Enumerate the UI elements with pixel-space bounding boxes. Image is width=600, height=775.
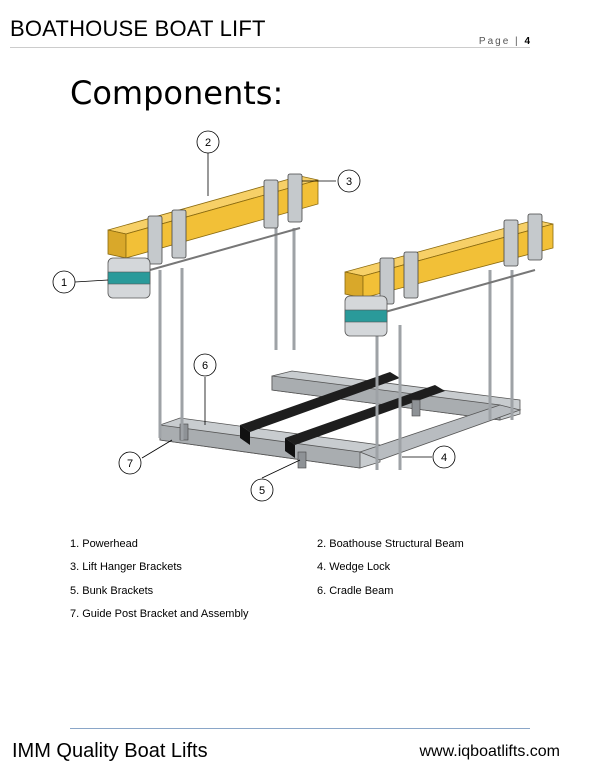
legend-item: 2. Boathouse Structural Beam xyxy=(317,538,464,550)
callout-3: 3 xyxy=(346,176,352,188)
bunk-2 xyxy=(285,385,445,445)
callout-6: 6 xyxy=(202,360,208,372)
bunk-1 xyxy=(240,372,400,432)
header-divider xyxy=(10,47,530,48)
callout-7: 7 xyxy=(127,458,133,470)
guide-posts xyxy=(158,228,514,470)
powerhead-right xyxy=(344,295,388,337)
callout-1: 1 xyxy=(61,277,67,289)
legend-item: 5. Bunk Brackets xyxy=(70,585,154,597)
footer-website: www.iqboatlifts.com xyxy=(419,743,561,760)
callout-4: 4 xyxy=(441,452,447,464)
page-label: Page xyxy=(478,36,511,47)
section-heading: Components: xyxy=(70,74,284,112)
page-number: Page | 4 xyxy=(478,36,530,47)
legend-item: 1. Powerhead xyxy=(70,538,138,550)
powerhead-left xyxy=(107,257,151,299)
footer-company: IMM Quality Boat Lifts xyxy=(12,740,208,762)
legend-item: 7. Guide Post Bracket and Assembly xyxy=(70,608,249,620)
footer-divider xyxy=(70,728,530,729)
cradle-assembly xyxy=(159,370,522,469)
legend-item: 6. Cradle Beam xyxy=(317,585,394,597)
left-structural-beam xyxy=(107,173,319,299)
page-number-value: 4 xyxy=(524,36,530,47)
callout-5: 5 xyxy=(259,485,265,497)
right-structural-beam xyxy=(344,213,554,337)
components-diagram: 1 2 3 4 5 6 7 xyxy=(52,130,554,502)
document-title: BOATHOUSE BOAT LIFT xyxy=(10,16,266,41)
legend-item: 4. Wedge Lock xyxy=(317,561,391,573)
callouts: 1 2 3 4 5 6 7 xyxy=(52,130,456,502)
callout-2: 2 xyxy=(205,137,211,149)
legend-item: 3. Lift Hanger Brackets xyxy=(70,561,182,573)
